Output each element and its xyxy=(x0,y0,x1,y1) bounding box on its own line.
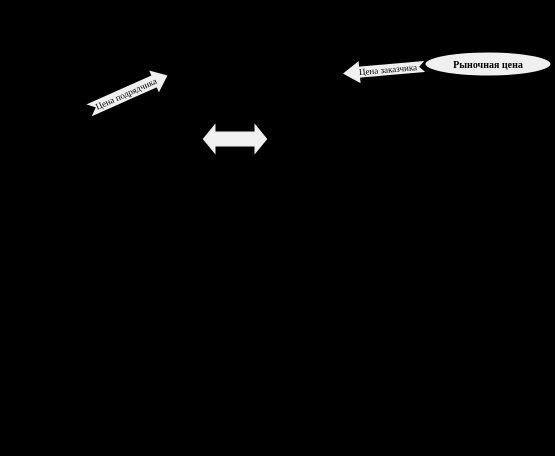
contractor-price-arrow: Цена подрядчика xyxy=(83,68,169,119)
contractor-price-arrow-shape xyxy=(83,68,169,119)
center-double-arrow-icon xyxy=(201,120,269,158)
market-price-ellipse xyxy=(424,51,552,77)
contractor-price-label: Цена подрядчика xyxy=(94,76,158,112)
customer-price-arrow-shape xyxy=(341,59,428,85)
market-price-label: Рыночная цена xyxy=(453,60,523,71)
customer-price-arrow: Цена заказчика xyxy=(341,59,428,85)
market-price-node: Рыночная цена xyxy=(424,51,552,77)
